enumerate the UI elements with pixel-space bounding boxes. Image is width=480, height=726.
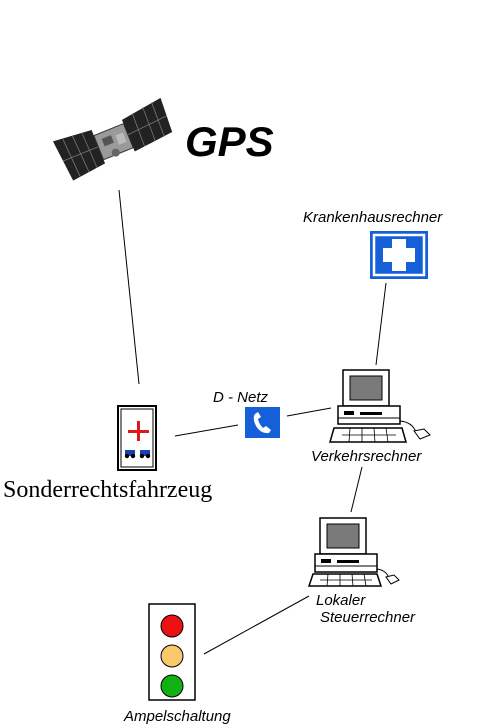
link-local-traffic-light bbox=[203, 595, 310, 655]
gps-label: GPS bbox=[185, 118, 274, 165]
traffic-computer-label: Verkehrsrechner bbox=[311, 448, 422, 465]
link-vehicle-phone bbox=[174, 424, 239, 437]
traffic-light-icon bbox=[148, 603, 196, 701]
local-computer-label-line2: Steuerrechner bbox=[320, 609, 416, 626]
traffic-light-label: Ampelschaltung bbox=[123, 708, 231, 725]
link-hospital-traffic-computer bbox=[375, 282, 387, 366]
satellite-icon bbox=[52, 97, 173, 181]
link-gps-vehicle bbox=[118, 189, 140, 385]
phone-icon bbox=[245, 407, 280, 438]
computer-icon bbox=[307, 517, 400, 587]
hospital-label: Krankenhausrechner bbox=[303, 209, 443, 226]
link-phone-traffic-computer bbox=[286, 407, 332, 417]
hospital-cross-icon bbox=[370, 231, 428, 279]
local-computer-label-line1: Lokaler bbox=[316, 592, 366, 609]
vehicle-icon bbox=[117, 405, 157, 471]
vehicle-label: Sonderrechtsfahrzeug bbox=[3, 477, 212, 503]
computer-icon bbox=[329, 369, 431, 443]
d-netz-label: D - Netz bbox=[213, 389, 269, 406]
connections bbox=[118, 189, 387, 655]
link-traffic-local bbox=[350, 466, 363, 513]
